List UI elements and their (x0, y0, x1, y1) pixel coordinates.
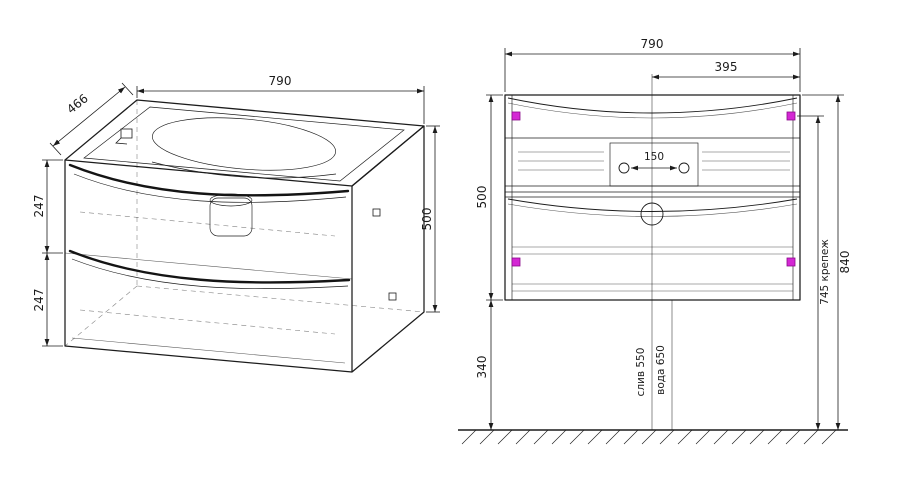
dim-label-width-iso: 790 (269, 74, 292, 88)
water-height-label: вода 650 (655, 345, 667, 395)
mount-square-top-left (511, 111, 521, 121)
fixing-hole-left (618, 162, 630, 174)
fixing-hole-right (678, 162, 690, 174)
cabinet-front-outline (504, 94, 801, 301)
dim-half-width-395: 395 (652, 60, 800, 80)
dim-width-790-front: 790 (504, 37, 801, 92)
dim-depth-466: 466 (49, 82, 134, 156)
isometric-view: 790 466 500 247 247 (32, 74, 440, 373)
floor-hatching (461, 429, 837, 445)
dim-label-height-iso: 500 (420, 208, 434, 231)
mount-square-bottom-left (511, 257, 521, 267)
mount-square-top-right (786, 111, 796, 121)
dim-label-depth: 466 (64, 91, 91, 116)
dim-cabinet-height-500: 500 (475, 94, 503, 301)
drain-height-label: слив 550 (635, 348, 647, 397)
dim-width-790-iso: 790 (136, 74, 425, 124)
dim-mounting-height-745: 745 крепеж (797, 115, 831, 430)
dim-label-mounting-height: 745 крепеж (819, 239, 831, 305)
service-axes: слив 550 вода 650 (635, 74, 673, 430)
floor (458, 429, 848, 445)
dim-label-hole-spacing: 150 (644, 151, 664, 163)
dim-label-bottom-clearance: 340 (475, 356, 489, 379)
mount-square-bottom-right (786, 257, 796, 267)
hole-spacing-detail: 150 (609, 142, 699, 187)
front-view: 150 слив 550 вода 650 790 395 (458, 37, 852, 445)
dim-label-total-height: 840 (838, 251, 852, 274)
hidden-edges (64, 100, 425, 347)
dim-label-half-width: 395 (715, 60, 738, 74)
dim-total-height-840: 840 (802, 94, 852, 430)
dim-label-lower-drawer: 247 (32, 289, 46, 312)
mounting-points (511, 111, 796, 267)
dim-drawer-heights-247: 247 247 (32, 159, 63, 347)
sink-basin (151, 117, 337, 237)
dim-label-width-front: 790 (641, 37, 664, 51)
dim-label-upper-drawer: 247 (32, 195, 46, 218)
dim-height-500-iso: 500 (420, 125, 440, 313)
drawer-grooves (64, 163, 353, 364)
dim-label-cabinet-height: 500 (475, 186, 489, 209)
dim-bottom-clearance-340: 340 (475, 300, 494, 430)
front-internal-structure (505, 97, 800, 292)
